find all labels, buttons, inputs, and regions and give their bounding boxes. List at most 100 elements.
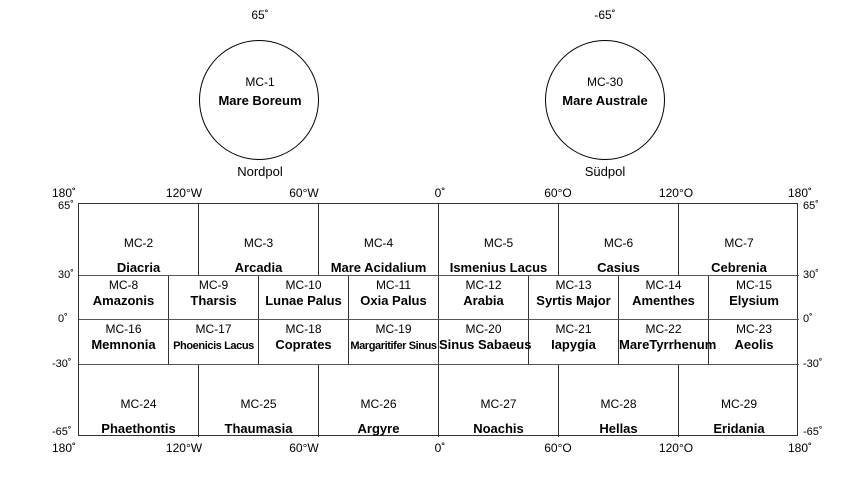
- quadrangle-code: MC-16: [105, 322, 142, 336]
- north-pole-lat-label: 65˚: [251, 8, 269, 22]
- latitude-label-left: -30˚: [52, 358, 72, 370]
- quadrangle-name: Arabia: [463, 293, 504, 308]
- quadrangle-name: Phaethontis: [101, 421, 176, 436]
- quadrangle-code: MC-24: [120, 397, 157, 411]
- quadrangle-code: MC-22: [645, 322, 682, 336]
- latitude-label-left: 30˚: [58, 269, 74, 281]
- south-pole-caption: Südpol: [584, 164, 626, 179]
- latitude-label-right: 0˚: [803, 313, 813, 325]
- north-pole-name: Mare Boreum: [218, 93, 302, 108]
- longitude-label-bottom: 0˚: [434, 441, 446, 455]
- longitude-label-bottom: 180˚: [51, 441, 77, 455]
- north-pole-caption: Nordpol: [237, 164, 283, 179]
- north-pole-circle: [199, 40, 319, 160]
- longitude-label-bottom: 120°O: [658, 441, 694, 455]
- quadrangle-code: MC-29: [720, 397, 757, 411]
- quadrangle-name: Ismenius Lacus: [449, 260, 548, 275]
- quadrangle-name: Margaritifer Sinus: [350, 340, 437, 352]
- longitude-label-top: 0˚: [434, 186, 446, 200]
- quadrangle-name: Thaumasia: [224, 421, 293, 436]
- latitude-label-right: 65˚: [803, 200, 819, 212]
- longitude-label-bottom: 180˚: [787, 441, 813, 455]
- quadrangle-code: MC-3: [243, 236, 274, 250]
- quadrangle-name: Cebrenia: [711, 260, 767, 275]
- quadrangle-name: Noachis: [473, 421, 524, 436]
- quadrangle-code: MC-17: [195, 322, 232, 336]
- quadrangle-name: Amazonis: [92, 293, 155, 308]
- longitude-label-top: 60°W: [289, 186, 319, 200]
- quadrangle-name: Casius: [597, 260, 640, 275]
- quadrangle-name: Argyre: [357, 421, 400, 436]
- quadrangle-code: MC-11: [375, 278, 412, 292]
- quadrangle-name: Oxia Palus: [360, 293, 427, 308]
- quadrangle-code: MC-26: [360, 397, 397, 411]
- quadrangle-name: Lunae Palus: [265, 293, 342, 308]
- longitude-label-bottom: 120°W: [165, 441, 203, 455]
- quadrangle-code: MC-20: [465, 322, 502, 336]
- quadrangle-name: Arcadia: [234, 260, 283, 275]
- longitude-label-top: 120°W: [165, 186, 203, 200]
- quadrangle-code: MC-7: [724, 236, 754, 250]
- quadrangle-name: Eridania: [713, 421, 765, 436]
- quadrangle-code: MC-6: [603, 236, 634, 250]
- quadrangle-code: MC-8: [108, 278, 139, 292]
- quadrangle-code: MC-21: [555, 322, 592, 336]
- quadrangle-code: MC-23: [735, 322, 772, 336]
- quadrangle-name: MareTyrrhenum: [619, 337, 717, 352]
- quadrangle-name: Coprates: [275, 337, 332, 352]
- quadrangle-name: Elysium: [729, 293, 779, 308]
- quadrangle-name: Amenthes: [632, 293, 695, 308]
- quadrangle-name: Sinus Sabaeus: [439, 337, 532, 352]
- quadrangle-name: Iapygia: [551, 337, 596, 352]
- quadrangle-code: MC-14: [645, 278, 682, 292]
- latitude-label-right: -30˚: [803, 358, 823, 370]
- longitude-label-top: 120°O: [658, 186, 694, 200]
- quadrangle-name: Memnonia: [91, 337, 156, 352]
- quadrangle-name: Tharsis: [190, 293, 237, 308]
- quadrangle-name: Aeolis: [734, 337, 774, 352]
- longitude-label-top: 180˚: [51, 186, 77, 200]
- quadrangle-code: MC-27: [480, 397, 517, 411]
- south-pole-name: Mare Australe: [562, 93, 648, 108]
- quadrangle-code: MC-4: [363, 236, 394, 250]
- quadrangle-code: MC-2: [123, 236, 154, 250]
- longitude-label-bottom: 60°O: [544, 441, 572, 455]
- quadrangle-name: Diacria: [116, 260, 161, 275]
- quadrangle-name: Hellas: [599, 421, 638, 436]
- quadrangle-code: MC-28: [600, 397, 637, 411]
- longitude-label-top: 60°O: [544, 186, 572, 200]
- quadrangle-code: MC-13: [555, 278, 592, 292]
- south-pole-circle: [545, 40, 665, 160]
- latitude-label-right: 30˚: [803, 269, 819, 281]
- quadrangle-name: Phoenicis Lacus: [173, 340, 254, 352]
- longitude-label-top: 180˚: [787, 186, 813, 200]
- quadrangle-code: MC-5: [483, 236, 514, 250]
- latitude-label-left: -65˚: [52, 426, 72, 438]
- quadrangle-code: MC-25: [240, 397, 277, 411]
